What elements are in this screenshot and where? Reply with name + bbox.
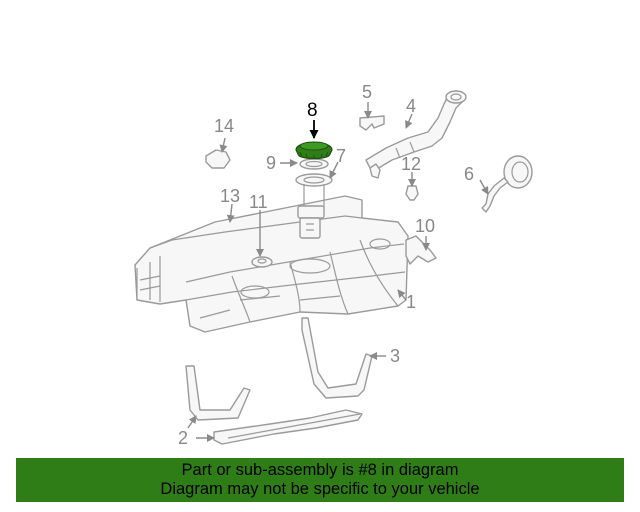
callout-12: 12 [401, 154, 421, 174]
callout-3: 3 [390, 346, 400, 366]
callout-10: 10 [415, 216, 435, 236]
tank-straps [185, 317, 373, 421]
vent-valve [251, 256, 273, 268]
callout-8: 8 [307, 100, 318, 121]
callout-13: 13 [220, 186, 240, 206]
callout-1: 1 [406, 292, 416, 312]
callout-7: 7 [336, 146, 346, 166]
fuel-pump-module [295, 173, 333, 239]
callout-5: 5 [362, 82, 372, 102]
seal-ring-inner [305, 160, 323, 168]
banner-line-2: Diagram may not be specific to your vehi… [160, 480, 480, 498]
shield-bracket [359, 115, 385, 131]
clip [405, 185, 419, 201]
filler-pipe [365, 90, 467, 179]
tank-bracket [405, 235, 437, 265]
callout-11: 11 [249, 192, 268, 212]
callout-14: 14 [214, 116, 234, 136]
callout-9: 9 [266, 153, 276, 173]
callout-2: 2 [178, 428, 188, 448]
seal-ring [299, 158, 329, 170]
filler-cap [481, 155, 533, 213]
callout-6: 6 [464, 164, 474, 184]
callout-4: 4 [406, 96, 416, 116]
lock-ring-highlighted [295, 141, 333, 160]
banner-line-1: Part or sub-assembly is #8 in diagram [181, 461, 459, 479]
highlight-banner: Part or sub-assembly is #8 in diagram Di… [16, 458, 624, 502]
sensor-connector [205, 149, 231, 169]
